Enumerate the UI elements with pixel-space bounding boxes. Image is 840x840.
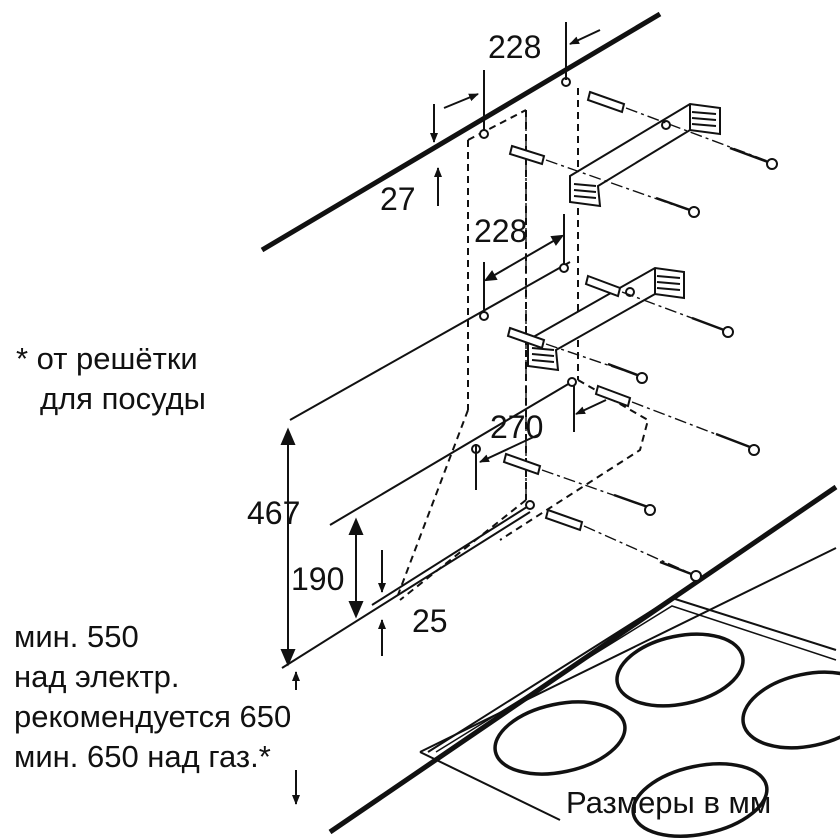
dimension-270: 270 [490,409,544,445]
drill-hole [479,311,489,321]
middle-bracket [527,266,685,372]
worktop-edge [328,484,838,835]
note-electric: над электр. [14,659,180,694]
ceiling-line [260,11,662,253]
hood-lower-edge-line [281,511,531,669]
dimension-467: 467 [247,495,301,531]
hob-burner [741,670,840,750]
dimension-27: 27 [380,181,416,217]
hob-burner [615,632,745,708]
worktop-back-edge [419,547,837,753]
dimension-25: 25 [412,603,448,639]
wall-line-lower [329,382,571,526]
wall-line-mid [289,261,571,421]
drill-hole [479,129,489,139]
upper-bracket [569,102,721,208]
drill-hole [525,500,535,510]
cooktop [427,596,840,838]
dimension-lines [280,22,607,805]
note-gas: мин. 650 над газ.* [14,739,271,774]
wall-plugs-and-screws [471,77,778,582]
note-grid-line2: для посуды [40,381,206,416]
units-caption: Размеры в мм [566,785,772,820]
wall-line-bottom [371,504,531,606]
note-recommended: рекомендуется 650 [14,699,292,734]
hob-burner [631,762,769,838]
drill-hole [567,377,577,387]
dimension-228-top: 228 [488,29,542,65]
dimension-190: 190 [291,561,345,597]
drill-hole [559,263,569,273]
dimension-228-mid: 228 [474,213,528,249]
note-grid-line1: * от решётки [16,341,198,376]
note-min-550: мин. 550 [14,619,139,654]
worktop-side-edge [419,751,561,821]
hob-burner [493,700,627,776]
